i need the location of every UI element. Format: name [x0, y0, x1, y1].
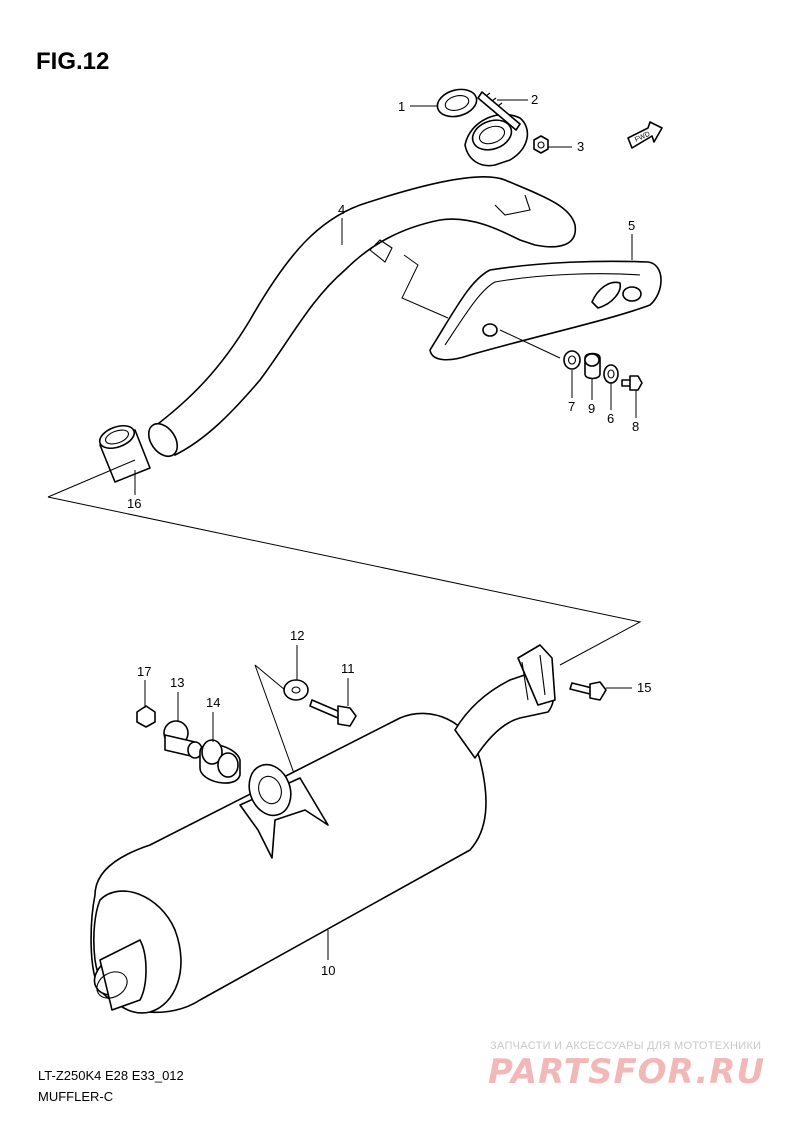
grommet-9 — [584, 352, 601, 380]
callout-3: 3 — [577, 139, 584, 154]
assembly-guide-lines — [47, 254, 642, 791]
callout-2: 2 — [531, 92, 538, 107]
nut-17 — [136, 705, 156, 728]
callout-17: 17 — [137, 664, 151, 679]
watermark-logo: PARTSFOR.RU — [488, 1052, 766, 1092]
washer-7 — [563, 350, 581, 370]
callout-13: 13 — [170, 675, 184, 690]
stud-bolt — [477, 91, 521, 131]
pipe-connector — [98, 424, 151, 483]
callout-7: 7 — [568, 399, 575, 414]
callout-12: 12 — [290, 628, 304, 643]
bolt-8 — [621, 375, 643, 391]
callout-labels: 1 2 3 4 5 7 9 6 8 16 12 11 17 13 14 15 1… — [127, 92, 651, 978]
muffler-cover — [429, 260, 662, 361]
mount-ring — [248, 763, 292, 817]
callout-14: 14 — [206, 695, 220, 710]
bolt-11 — [309, 699, 357, 727]
callout-5: 5 — [628, 218, 635, 233]
bolt-15 — [569, 681, 607, 701]
exhaust-gasket — [436, 88, 478, 118]
callout-leaders — [134, 99, 637, 960]
diagram-code: LT-Z250K4 E28 E33_012 — [38, 1068, 184, 1083]
callout-1: 1 — [398, 99, 405, 114]
muffler-body — [90, 712, 487, 1014]
callout-16: 16 — [127, 496, 141, 511]
callout-10: 10 — [321, 963, 335, 978]
callout-8: 8 — [632, 419, 639, 434]
washer-12 — [283, 679, 309, 701]
grommet-14 — [199, 739, 241, 784]
callout-6: 6 — [607, 411, 614, 426]
callout-4: 4 — [338, 202, 345, 217]
figure-title: FIG.12 — [36, 48, 110, 75]
washer-6 — [603, 364, 619, 384]
exhaust-pipe — [147, 176, 577, 458]
callout-15: 15 — [637, 680, 651, 695]
callout-11: 11 — [341, 661, 355, 676]
muffler-inlet-pipe — [454, 644, 556, 759]
callout-9: 9 — [588, 401, 595, 416]
flange-nut — [533, 135, 549, 154]
collar-13 — [163, 720, 203, 759]
watermark-caption: ЗАПЧАСТИ И АКСЕССУАРЫ ДЛЯ МОТОТЕХНИКИ — [490, 1040, 762, 1052]
diagram-name: MUFFLER-C — [38, 1089, 114, 1104]
forward-direction-arrow: FWD — [627, 121, 663, 149]
